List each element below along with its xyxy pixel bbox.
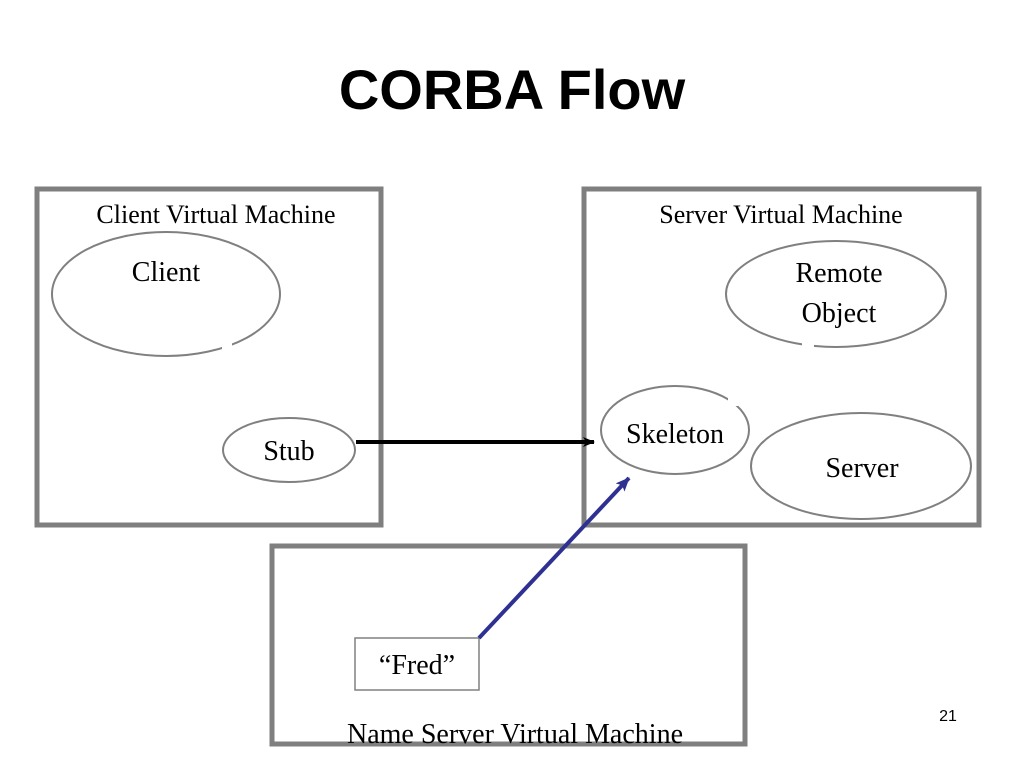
page-number: 21: [939, 708, 957, 725]
name-server-vm-box: “Fred” Name Server Virtual Machine: [269, 543, 748, 750]
client-label: Client: [132, 257, 201, 288]
skeleton-ellipse: Skeleton: [600, 385, 750, 475]
fred-to-skeleton-arrow: [477, 476, 631, 640]
fred-entry: “Fred”: [354, 637, 480, 691]
stub-ellipse: Stub: [222, 417, 356, 483]
skeleton-label: Skeleton: [626, 419, 724, 450]
client-ellipse: Client: [51, 231, 281, 357]
client-vm-box: Client Virtual Machine Client Stub: [34, 186, 384, 528]
stub-label: Stub: [263, 436, 314, 467]
slide-title: CORBA Flow: [338, 58, 686, 121]
name-server-vm-label: Name Server Virtual Machine: [347, 719, 683, 750]
remote-object-label-line2: Object: [802, 298, 877, 329]
server-vm-label: Server Virtual Machine: [659, 200, 902, 229]
remote-object-ellipse: Remote Object: [725, 240, 947, 352]
fred-label: “Fred”: [379, 650, 455, 681]
remote-object-label-line1: Remote: [795, 258, 882, 289]
server-label: Server: [825, 453, 899, 484]
server-vm-box: Server Virtual Machine Remote Object Ske…: [581, 186, 982, 528]
client-vm-label: Client Virtual Machine: [96, 200, 335, 229]
server-ellipse: Server: [750, 412, 972, 520]
